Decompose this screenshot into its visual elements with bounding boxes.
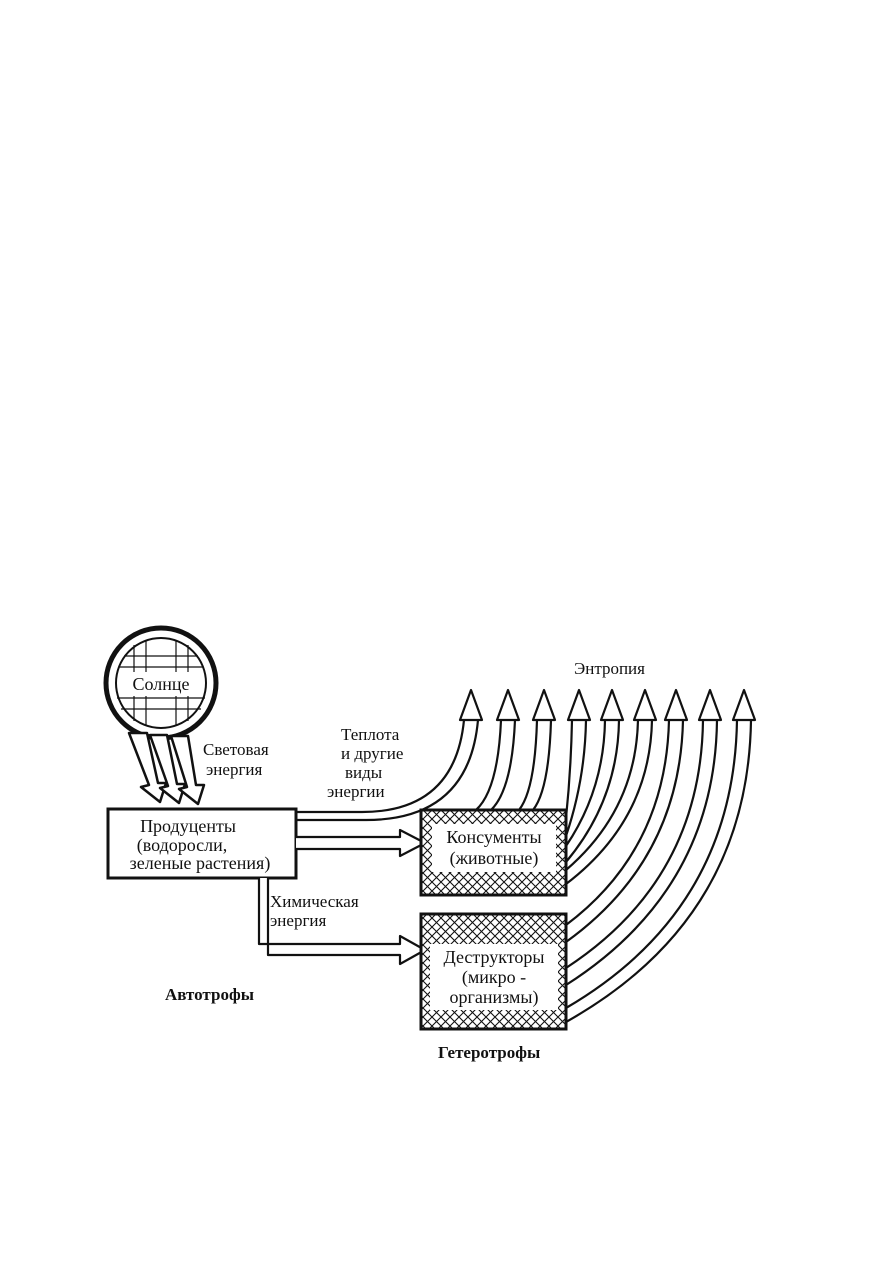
consumers-line-2: (животные) xyxy=(450,848,539,869)
light-energy-arrows xyxy=(127,731,206,806)
entropy-arrow-decomposer-3 xyxy=(565,719,739,1009)
heterotrophs-label: Гетеротрофы xyxy=(438,1043,540,1062)
entropy-arrowheads xyxy=(458,688,757,722)
entropy-head-3 xyxy=(531,688,557,722)
decomposers-box: Деструкторы (микро - организмы) xyxy=(419,912,568,1031)
decomposers-line-1: Деструкторы xyxy=(443,947,544,967)
heat-label-3: виды xyxy=(345,763,383,782)
entropy-head-6 xyxy=(632,688,658,722)
entropy-arrow-consumer-top-2 xyxy=(518,719,539,811)
entropy-arrow-decomposer-1-inner xyxy=(565,719,685,943)
entropy-label: Энтропия xyxy=(574,659,645,678)
entropy-arrow-decomposer-2 xyxy=(565,719,705,969)
light-energy-label-2: энергия xyxy=(206,760,263,779)
light-energy-label-1: Световая xyxy=(203,740,269,759)
entropy-head-2 xyxy=(495,688,521,722)
producers-line-3: зеленые растения) xyxy=(130,853,271,874)
entropy-arrow-consumer-top-2-inner xyxy=(532,719,553,811)
entropy-arrow-producers-inner xyxy=(296,719,480,822)
heat-label-2: и другие xyxy=(341,744,403,763)
producers-line-1: Продуценты xyxy=(140,816,236,836)
sun: Солнце xyxy=(103,625,219,741)
entropy-arrows xyxy=(296,719,753,1023)
decomposers-line-2: (микро - xyxy=(462,967,526,988)
autotrophs-label: Автотрофы xyxy=(165,985,254,1004)
entropy-arrow-consumer-right-1-inner xyxy=(564,719,588,837)
decomposers-line-3: организмы) xyxy=(450,987,539,1008)
entropy-arrow-decomposer-1 xyxy=(565,719,671,926)
entropy-head-1 xyxy=(458,688,484,722)
entropy-head-7 xyxy=(663,688,689,722)
entropy-arrow-consumer-right-1 xyxy=(564,719,574,819)
sun-label: Солнце xyxy=(132,674,189,694)
heat-label-1: Теплота xyxy=(341,725,400,744)
entropy-arrow-decomposer-2-inner xyxy=(565,719,719,986)
entropy-arrow-consumer-right-3-inner xyxy=(565,719,654,885)
entropy-head-5 xyxy=(599,688,625,722)
consumers-box: Консументы (животные) xyxy=(419,808,568,897)
entropy-arrow-consumer-right-2 xyxy=(565,719,607,847)
entropy-arrow-consumer-top-1 xyxy=(475,719,503,811)
heat-label-4: энергии xyxy=(327,782,385,801)
consumers-line-1: Консументы xyxy=(446,827,541,847)
entropy-arrow-consumer-right-2-inner xyxy=(565,719,621,863)
entropy-head-9 xyxy=(731,688,757,722)
producers-line-2: (водоросли, xyxy=(137,835,228,856)
sun-label-bg xyxy=(124,672,199,696)
chemical-energy-label-1: Химическая xyxy=(270,892,359,911)
consumers-text-bg xyxy=(432,824,556,872)
entropy-head-4 xyxy=(566,688,592,722)
light-arrow-3 xyxy=(169,734,206,806)
entropy-arrow-producers-outer xyxy=(296,719,466,814)
chemical-energy-label-2: энергия xyxy=(270,911,327,930)
light-arrow-2 xyxy=(148,733,187,805)
entropy-arrow-consumer-top-1-inner xyxy=(490,719,517,811)
entropy-arrow-decomposer-3-inner xyxy=(565,719,753,1023)
producers-to-consumers-arrow xyxy=(296,828,427,858)
entropy-head-8 xyxy=(697,688,723,722)
light-arrow-1 xyxy=(127,731,168,804)
decomposers-text-bg xyxy=(430,944,558,1010)
entropy-arrow-consumer-right-3 xyxy=(565,719,640,871)
producers-box: Продуценты (водоросли, зеленые растения) xyxy=(106,807,298,880)
